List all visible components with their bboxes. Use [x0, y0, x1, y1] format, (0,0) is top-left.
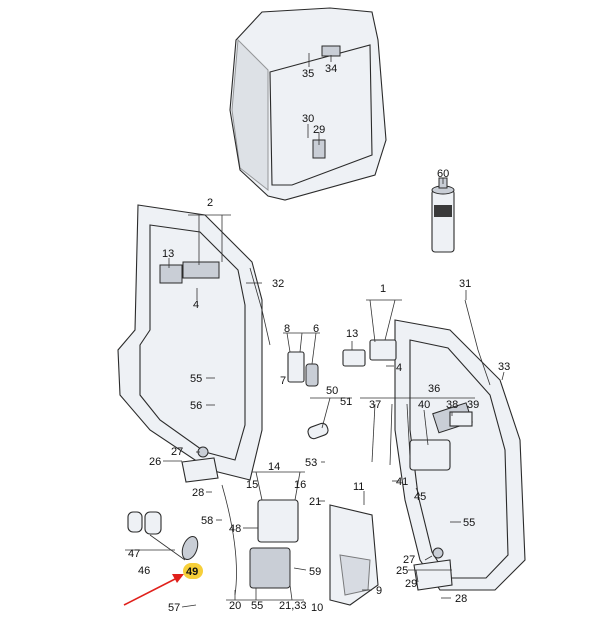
- callout-31: 31: [459, 278, 471, 290]
- callout-32: 32: [272, 278, 284, 290]
- callout-39: 39: [467, 399, 479, 411]
- callout-28-left: 28: [192, 487, 204, 499]
- callout-29-right: 29: [405, 578, 417, 590]
- callout-40: 40: [418, 399, 430, 411]
- callout-20: 20: [229, 600, 241, 612]
- callout-7: 7: [280, 375, 286, 387]
- callout-30: 30: [302, 113, 314, 125]
- callout-49: 49: [186, 566, 198, 578]
- rod-31: [464, 299, 491, 386]
- callout-4-left: 4: [193, 299, 199, 311]
- callout-53: 53: [305, 457, 317, 469]
- callout-9: 9: [376, 585, 382, 597]
- bracket-left-hinges: [342, 339, 397, 367]
- callout-47: 47: [128, 548, 140, 560]
- callout-2: 2: [207, 197, 213, 209]
- callout-57: 57: [168, 602, 180, 614]
- callout-26: 26: [149, 456, 161, 468]
- callout-34: 34: [325, 63, 337, 75]
- red-pointer-arrow: [123, 574, 184, 606]
- pin-49: [127, 511, 199, 561]
- callout-35: 35: [302, 68, 314, 80]
- callout-14: 14: [268, 461, 280, 473]
- right-door: [394, 319, 526, 591]
- callout-15: 15: [246, 479, 258, 491]
- bracket-10: [329, 504, 379, 606]
- callout-29-top: 29: [313, 124, 325, 136]
- callout-33: 33: [498, 361, 510, 373]
- callout-6: 6: [313, 323, 319, 335]
- callout-50: 50: [326, 385, 338, 397]
- callout-59: 59: [309, 566, 321, 578]
- callout-38: 38: [446, 399, 458, 411]
- aerosol-can: [431, 177, 455, 253]
- callout-56: 56: [190, 400, 202, 412]
- callout-13-right: 13: [346, 328, 358, 340]
- handle-6-7: [287, 351, 319, 387]
- highlight-49-bg: [183, 563, 203, 579]
- callout-11: 11: [353, 481, 364, 493]
- van-rear-body: [229, 7, 387, 201]
- callout-25: 25: [396, 565, 408, 577]
- callout-46: 46: [138, 565, 150, 577]
- hinge-25: [413, 547, 453, 591]
- callout-55-lower: 55: [251, 600, 263, 612]
- pin-51: [307, 422, 329, 440]
- callout-48: 48: [229, 523, 241, 535]
- callout-28-right: 28: [455, 593, 467, 605]
- callout-4-right: 4: [396, 362, 402, 374]
- callout-8: 8: [284, 323, 290, 335]
- lock-48: [249, 499, 299, 589]
- callout-60: 60: [437, 168, 449, 180]
- callout-41: 41: [396, 476, 408, 488]
- callout-13-left: 13: [162, 248, 174, 260]
- callout-27-right: 27: [403, 554, 415, 566]
- callout-21-33: 21,33: [279, 600, 307, 612]
- callout-21: 21: [309, 496, 321, 508]
- callout-37: 37: [369, 399, 381, 411]
- callout-10: 10: [311, 602, 323, 614]
- left-sliding-door: [117, 204, 263, 481]
- callout-55-upper: 55: [190, 373, 202, 385]
- callout-1: 1: [380, 283, 386, 295]
- callout-16: 16: [294, 479, 306, 491]
- callout-36: 36: [428, 383, 440, 395]
- lock-assembly-right: [409, 402, 473, 471]
- callout-45: 45: [414, 491, 426, 503]
- callout-labels: 35 34 30 29 60 2 13 4 32 8 7 6 1 13 4 31…: [128, 63, 510, 614]
- callout-55-right: 55: [463, 517, 475, 529]
- callout-27-left: 27: [171, 446, 183, 458]
- callout-51: 51: [340, 396, 352, 408]
- callout-58: 58: [201, 515, 213, 527]
- leader-lines: [125, 53, 505, 608]
- rod-32: [249, 267, 271, 346]
- cable-58: [221, 484, 237, 596]
- hinge-26: [181, 446, 219, 483]
